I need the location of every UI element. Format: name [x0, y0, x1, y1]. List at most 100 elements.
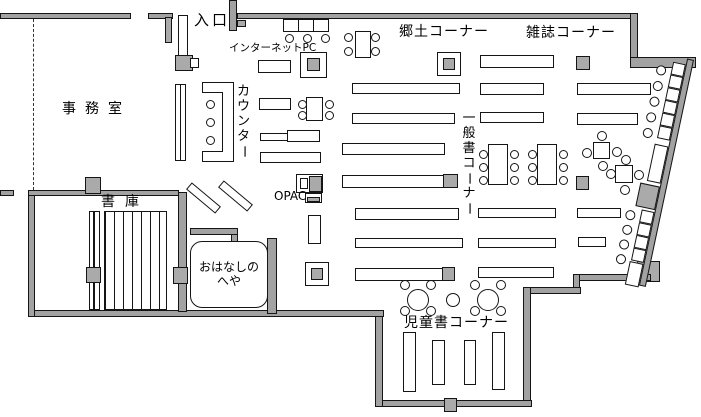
chair: [479, 176, 488, 185]
counter-label: カウンター: [236, 84, 252, 159]
bookshelf: [259, 98, 291, 110]
chair: [559, 150, 568, 159]
bookshelf: [260, 152, 321, 163]
bookshelf: [432, 340, 445, 385]
bookshelf: [577, 83, 651, 95]
reading-table: [355, 31, 371, 58]
magazine-corner-label: 雑誌コーナー: [526, 25, 616, 41]
bookshelf: [342, 175, 444, 188]
chair: [470, 280, 480, 290]
chair: [621, 155, 631, 165]
pillar: [85, 177, 101, 194]
pillar: [444, 398, 457, 412]
study-carrel: [630, 247, 647, 263]
chair: [528, 176, 537, 185]
storytelling-room: おはなしの へや: [190, 241, 268, 308]
top-wall-left: [0, 13, 131, 19]
carrel-chair: [651, 80, 664, 92]
bookshelf: [464, 340, 476, 385]
internet-pc-desk: [298, 19, 314, 32]
chair: [496, 306, 506, 316]
chair: [510, 163, 519, 172]
service-counter: [202, 82, 234, 162]
reading-table: [306, 97, 323, 121]
chair: [298, 100, 307, 109]
chair: [496, 280, 506, 290]
bookshelf: [577, 113, 638, 125]
bookshelf: [480, 55, 554, 68]
left-wall: [28, 192, 35, 317]
chair: [344, 33, 353, 42]
bookshelf: [577, 208, 621, 218]
round-table: [407, 289, 429, 311]
pillar: [86, 267, 101, 283]
bookshelf: [480, 83, 544, 95]
stacks-rail-right: [94, 211, 100, 310]
chair: [606, 169, 616, 179]
bookshelf: [260, 133, 290, 141]
office-wall-stub: [0, 190, 14, 196]
carrel-chair: [624, 209, 637, 222]
study-carrel: [656, 125, 673, 141]
stacks-right-wall: [178, 192, 187, 312]
bookshelf: [352, 83, 460, 94]
pillar: [443, 58, 455, 70]
right-corner-wall-vertical: [630, 13, 638, 63]
bottom-wall-left: [28, 310, 384, 317]
vestibule-wall-stub: [237, 20, 246, 27]
carrel-chair: [645, 111, 658, 124]
display-rack-slanted: [186, 182, 221, 214]
carrel-chair: [648, 95, 661, 108]
stacks-rail-left: [89, 211, 94, 310]
display-rack-slanted: [218, 180, 253, 212]
bottom-right-step-wall-lower: [523, 287, 581, 294]
bookshelf: [258, 60, 291, 73]
bookshelf: [355, 208, 459, 220]
chair: [559, 163, 568, 172]
counter-back-shelf-right: [180, 84, 186, 161]
chair: [612, 147, 622, 157]
bookshelf: [478, 208, 556, 218]
chair: [325, 100, 334, 109]
storytelling-right-wall: [267, 238, 277, 314]
bookshelf: [342, 143, 445, 155]
chair: [528, 150, 537, 159]
chair: [479, 163, 488, 172]
pillar: [442, 267, 455, 281]
entrance-door-jamb: [165, 17, 172, 43]
children-books-corner-label: 児童書コーナー: [404, 315, 509, 331]
pillar-box: [305, 262, 329, 286]
local-history-corner-label: 郷土コーナー: [399, 24, 489, 40]
vestibule-wall: [229, 0, 237, 31]
chair: [634, 170, 644, 180]
chair: [470, 306, 480, 316]
pillar: [576, 176, 589, 190]
chair: [510, 176, 519, 185]
reading-table: [537, 144, 557, 185]
bookshelf: [480, 112, 544, 123]
general-books-corner-label: 一般書コーナー: [461, 111, 477, 216]
storytelling-room-label-line1: おはなしの: [198, 260, 259, 275]
opac-label: OPAC: [274, 189, 307, 203]
storytelling-room-label-line2: へや: [216, 273, 241, 288]
carrel-chair: [615, 253, 627, 266]
chair: [426, 280, 436, 290]
bookshelf: [355, 238, 463, 248]
chair: [598, 161, 608, 171]
opac-terminal-screen: [300, 178, 308, 189]
chair: [528, 163, 537, 172]
counter-chair: [206, 100, 215, 109]
carrel-chair: [621, 223, 634, 236]
bookshelf: [308, 215, 321, 244]
pillar: [173, 267, 188, 284]
carrel-chair: [641, 127, 654, 139]
internet-pc-desk: [283, 19, 299, 32]
chair: [298, 111, 307, 120]
counter-chair: [206, 118, 215, 127]
stool: [446, 293, 460, 307]
children-area-left-wall: [375, 310, 383, 407]
chair: [479, 150, 488, 159]
entrance-door-machine-box: [190, 58, 199, 68]
bookshelf: [478, 238, 556, 248]
